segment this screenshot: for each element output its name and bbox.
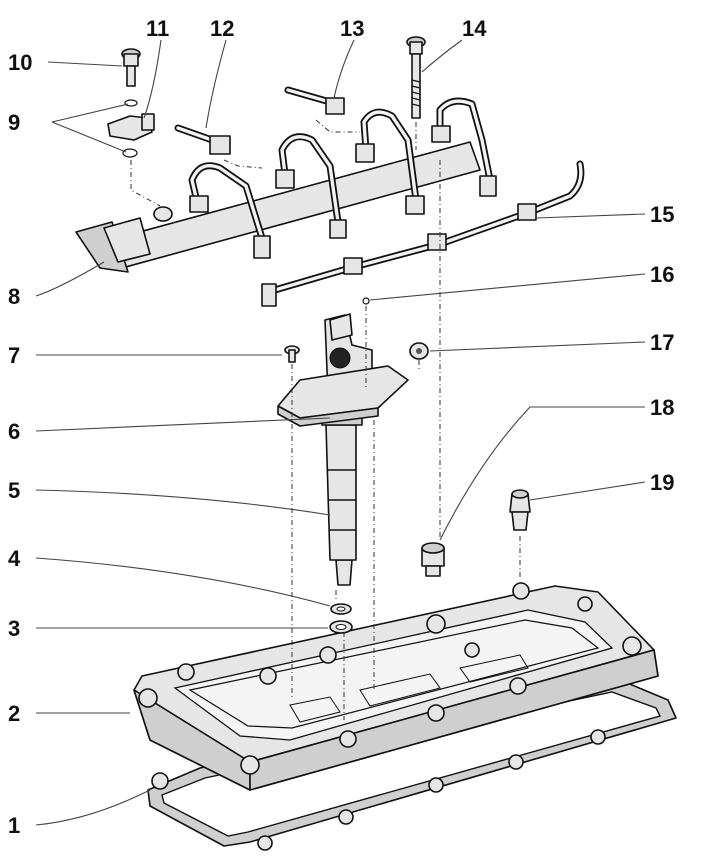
high-pressure-pipes [174,97,497,259]
callout-1: 1 [8,813,20,838]
callout-9: 9 [8,110,20,135]
callout-19: 19 [650,470,674,495]
nut [409,342,429,360]
callout-16: 16 [650,262,674,287]
callout-8: 8 [8,284,20,309]
pipe-piece [284,86,345,115]
long-bolt [406,36,426,119]
callout-15: 15 [650,202,674,227]
leader-lines [35,39,646,826]
callout-10: 10 [8,50,32,75]
o-ring-small [362,297,370,305]
callout-17: 17 [650,330,674,355]
sender-unit [509,489,531,531]
seal-rings [329,603,353,634]
callout-12: 12 [210,16,234,41]
callout-2: 2 [8,701,20,726]
clamping-piece [277,365,409,427]
callout-4: 4 [8,546,21,571]
callout-6: 6 [8,419,20,444]
injector [321,313,373,586]
fuel-rail [75,141,481,273]
callout-3: 3 [8,616,20,641]
gasket [147,679,677,851]
cylinder-head-cover [133,582,659,791]
callout-7: 7 [8,343,20,368]
callout-18: 18 [650,395,674,420]
callout-14: 14 [462,16,487,41]
bolt-small [284,345,300,363]
callout-5: 5 [8,478,20,503]
leak-off-line [261,160,585,307]
callout-labels: 1 2 3 4 5 6 7 8 9 10 11 12 13 14 15 16 1… [8,16,674,838]
callout-13: 13 [340,16,364,41]
union-plug [421,542,445,577]
callout-11: 11 [146,16,169,41]
